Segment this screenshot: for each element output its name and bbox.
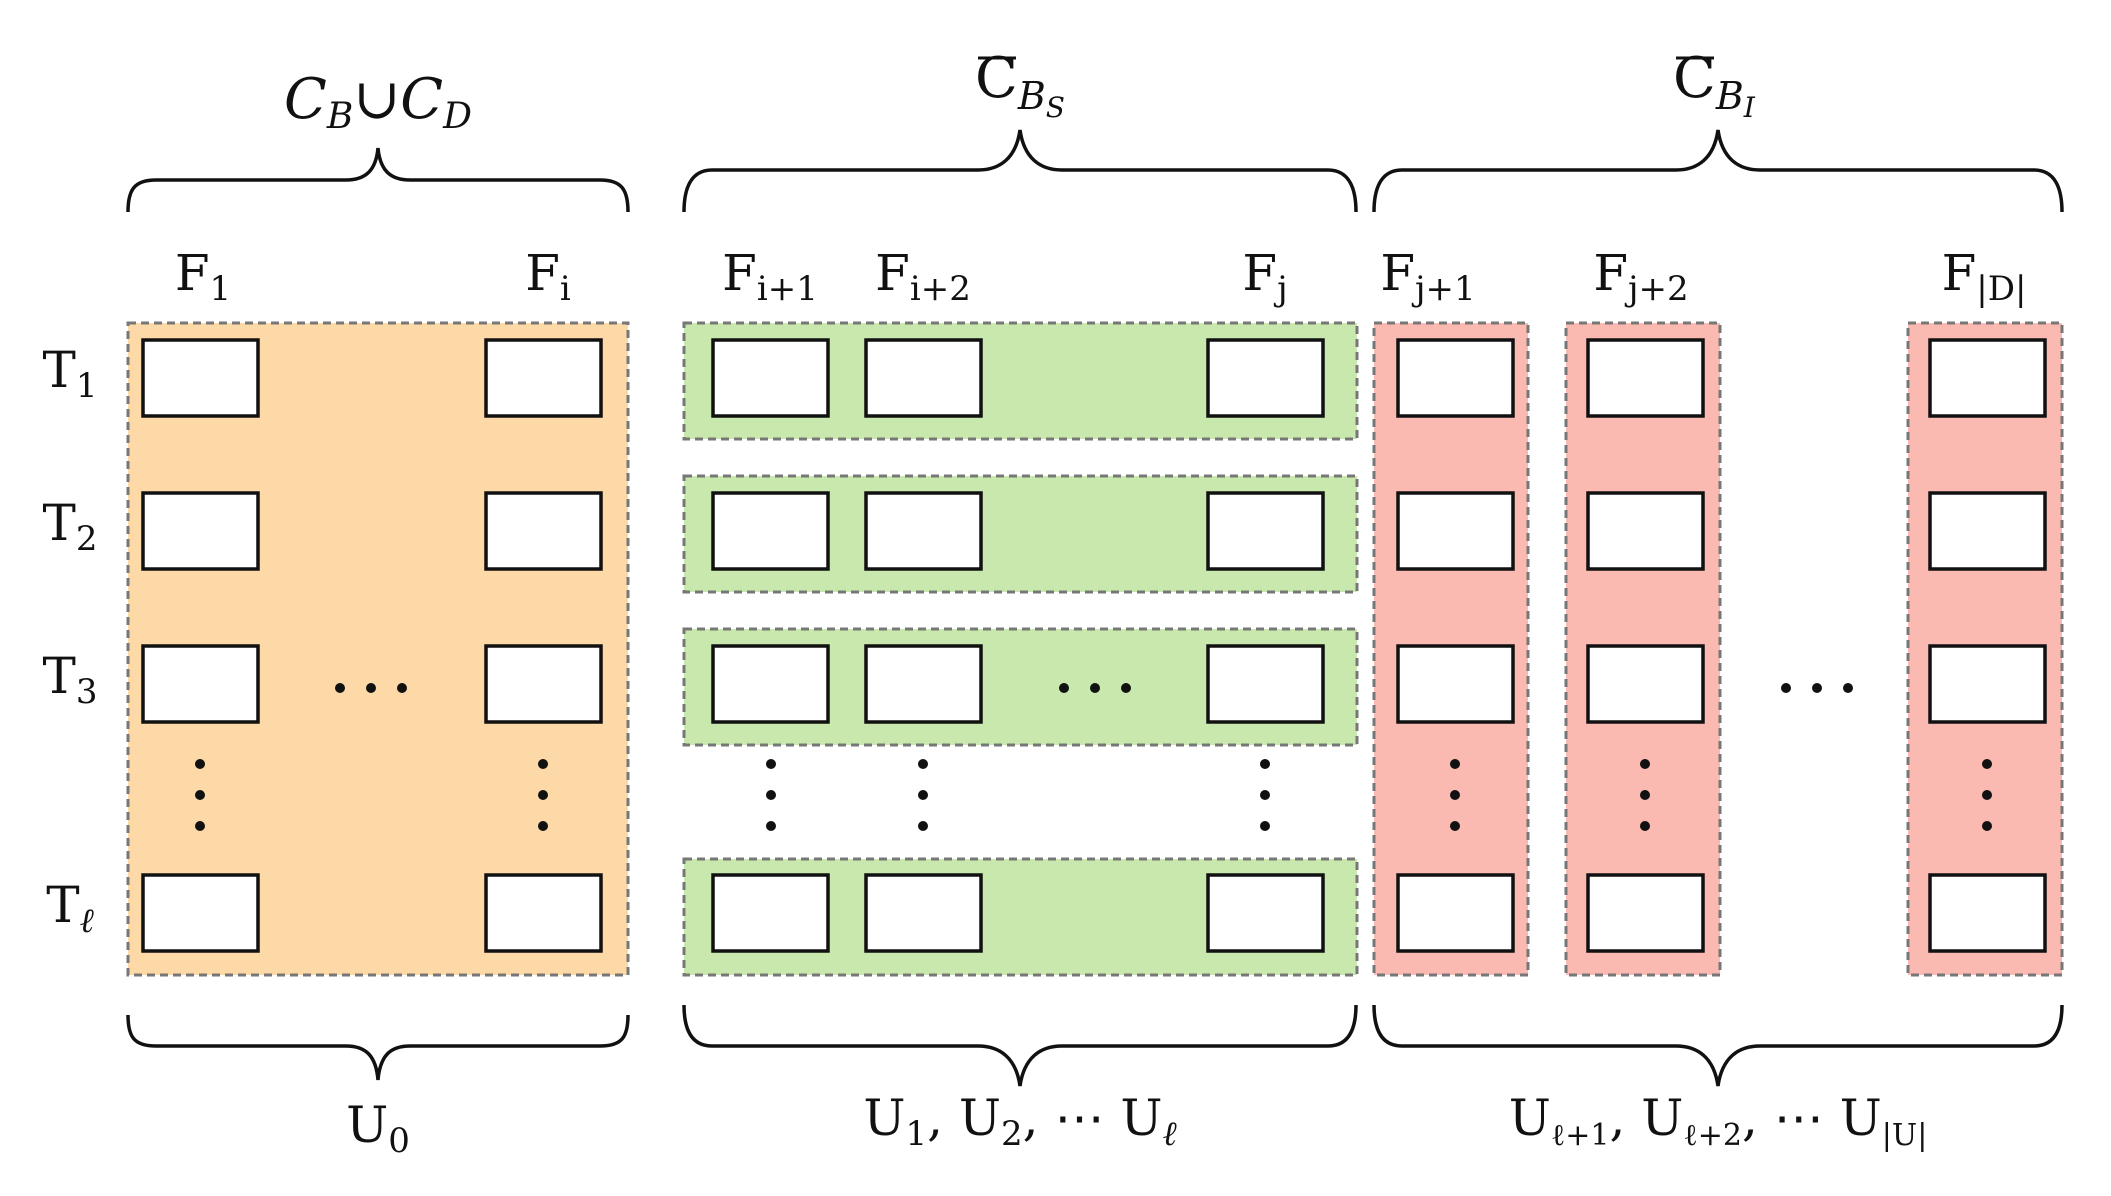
cell [864, 873, 983, 953]
cell [141, 491, 260, 571]
vertical-ellipsis [1982, 759, 1992, 831]
column-label-fi2: Fi+2 [875, 244, 971, 309]
top-brace-group3 [1372, 129, 2064, 213]
cell [1928, 491, 2047, 571]
label-cbar-bs: CBS [975, 46, 1065, 124]
cell [1586, 873, 1705, 953]
column-label-fd: F|D| [1942, 244, 2027, 309]
cell [711, 491, 830, 571]
cells [141, 338, 2047, 953]
row-label-t1: T1 [43, 341, 98, 406]
cell [141, 644, 260, 724]
cell [1586, 491, 1705, 571]
bottom-label-group3: Uℓ+1, Uℓ+2, ⋯ U|U| [1509, 1089, 1928, 1153]
cell [711, 338, 830, 418]
bottom-brace-group1 [126, 1014, 630, 1081]
vertical-ellipsis [195, 759, 205, 831]
cell [484, 873, 603, 953]
cell [864, 338, 983, 418]
vertical-ellipsis [1640, 759, 1650, 831]
cell [1586, 338, 1705, 418]
cell [1206, 338, 1325, 418]
cell [141, 873, 260, 953]
label-cb-union-cd: CB∪CD [284, 67, 472, 137]
ellipsis-dots [195, 683, 1992, 831]
row-label-tl: Tℓ [46, 876, 94, 941]
cell [1396, 873, 1515, 953]
vertical-ellipsis [918, 759, 928, 831]
cell [864, 491, 983, 571]
cell [1928, 873, 2047, 953]
cell [1396, 491, 1515, 571]
horizontal-ellipsis [335, 683, 407, 693]
group-backgrounds [126, 321, 2064, 977]
bottom-brace-group3 [1372, 1004, 2064, 1087]
cell [1396, 644, 1515, 724]
horizontal-ellipsis [1059, 683, 1131, 693]
column-label-fi: Fi [525, 244, 571, 309]
column-label-fj2: Fj+2 [1593, 244, 1688, 309]
vertical-ellipsis [766, 759, 776, 831]
column-label-f1: F1 [175, 244, 231, 309]
cell [1586, 644, 1705, 724]
cell [484, 338, 603, 418]
cell [1206, 491, 1325, 571]
cell [1396, 338, 1515, 418]
bottom-label-u0: U0 [346, 1096, 410, 1161]
vertical-ellipsis [538, 759, 548, 831]
bottom-labels: U0 U1, U2, ⋯ Uℓ Uℓ+1, Uℓ+2, ⋯ U|U| [346, 1089, 1927, 1161]
column-label-fj: Fj [1242, 244, 1287, 309]
top-brace-group1 [126, 147, 630, 213]
row-labels: T1 T2 T3 Tℓ [43, 341, 98, 941]
cell [1206, 644, 1325, 724]
cell [864, 644, 983, 724]
cell [711, 873, 830, 953]
top-labels: CB∪CD CBS CBI [284, 46, 1756, 137]
cell [484, 491, 603, 571]
cell [1928, 644, 2047, 724]
column-labels: F1 Fi Fi+1 Fi+2 Fj Fj+1 Fj+2 F|D| [175, 244, 2027, 309]
cell [1206, 873, 1325, 953]
vertical-ellipsis [1260, 759, 1270, 831]
top-brace-group2 [682, 129, 1358, 213]
cell [1928, 338, 2047, 418]
cell [711, 644, 830, 724]
vertical-ellipsis [1450, 759, 1460, 831]
column-label-fi1: Fi+1 [722, 244, 818, 309]
cell [141, 338, 260, 418]
braces [126, 129, 2064, 1087]
bottom-label-group2: U1, U2, ⋯ Uℓ [863, 1089, 1176, 1154]
label-cbar-bi: CBI [1673, 46, 1756, 124]
row-label-t3: T3 [43, 647, 98, 712]
column-label-fj1: Fj+1 [1380, 244, 1475, 309]
horizontal-ellipsis [1781, 683, 1853, 693]
bottom-brace-group2 [682, 1004, 1358, 1087]
row-label-t2: T2 [43, 494, 98, 559]
cell [484, 644, 603, 724]
